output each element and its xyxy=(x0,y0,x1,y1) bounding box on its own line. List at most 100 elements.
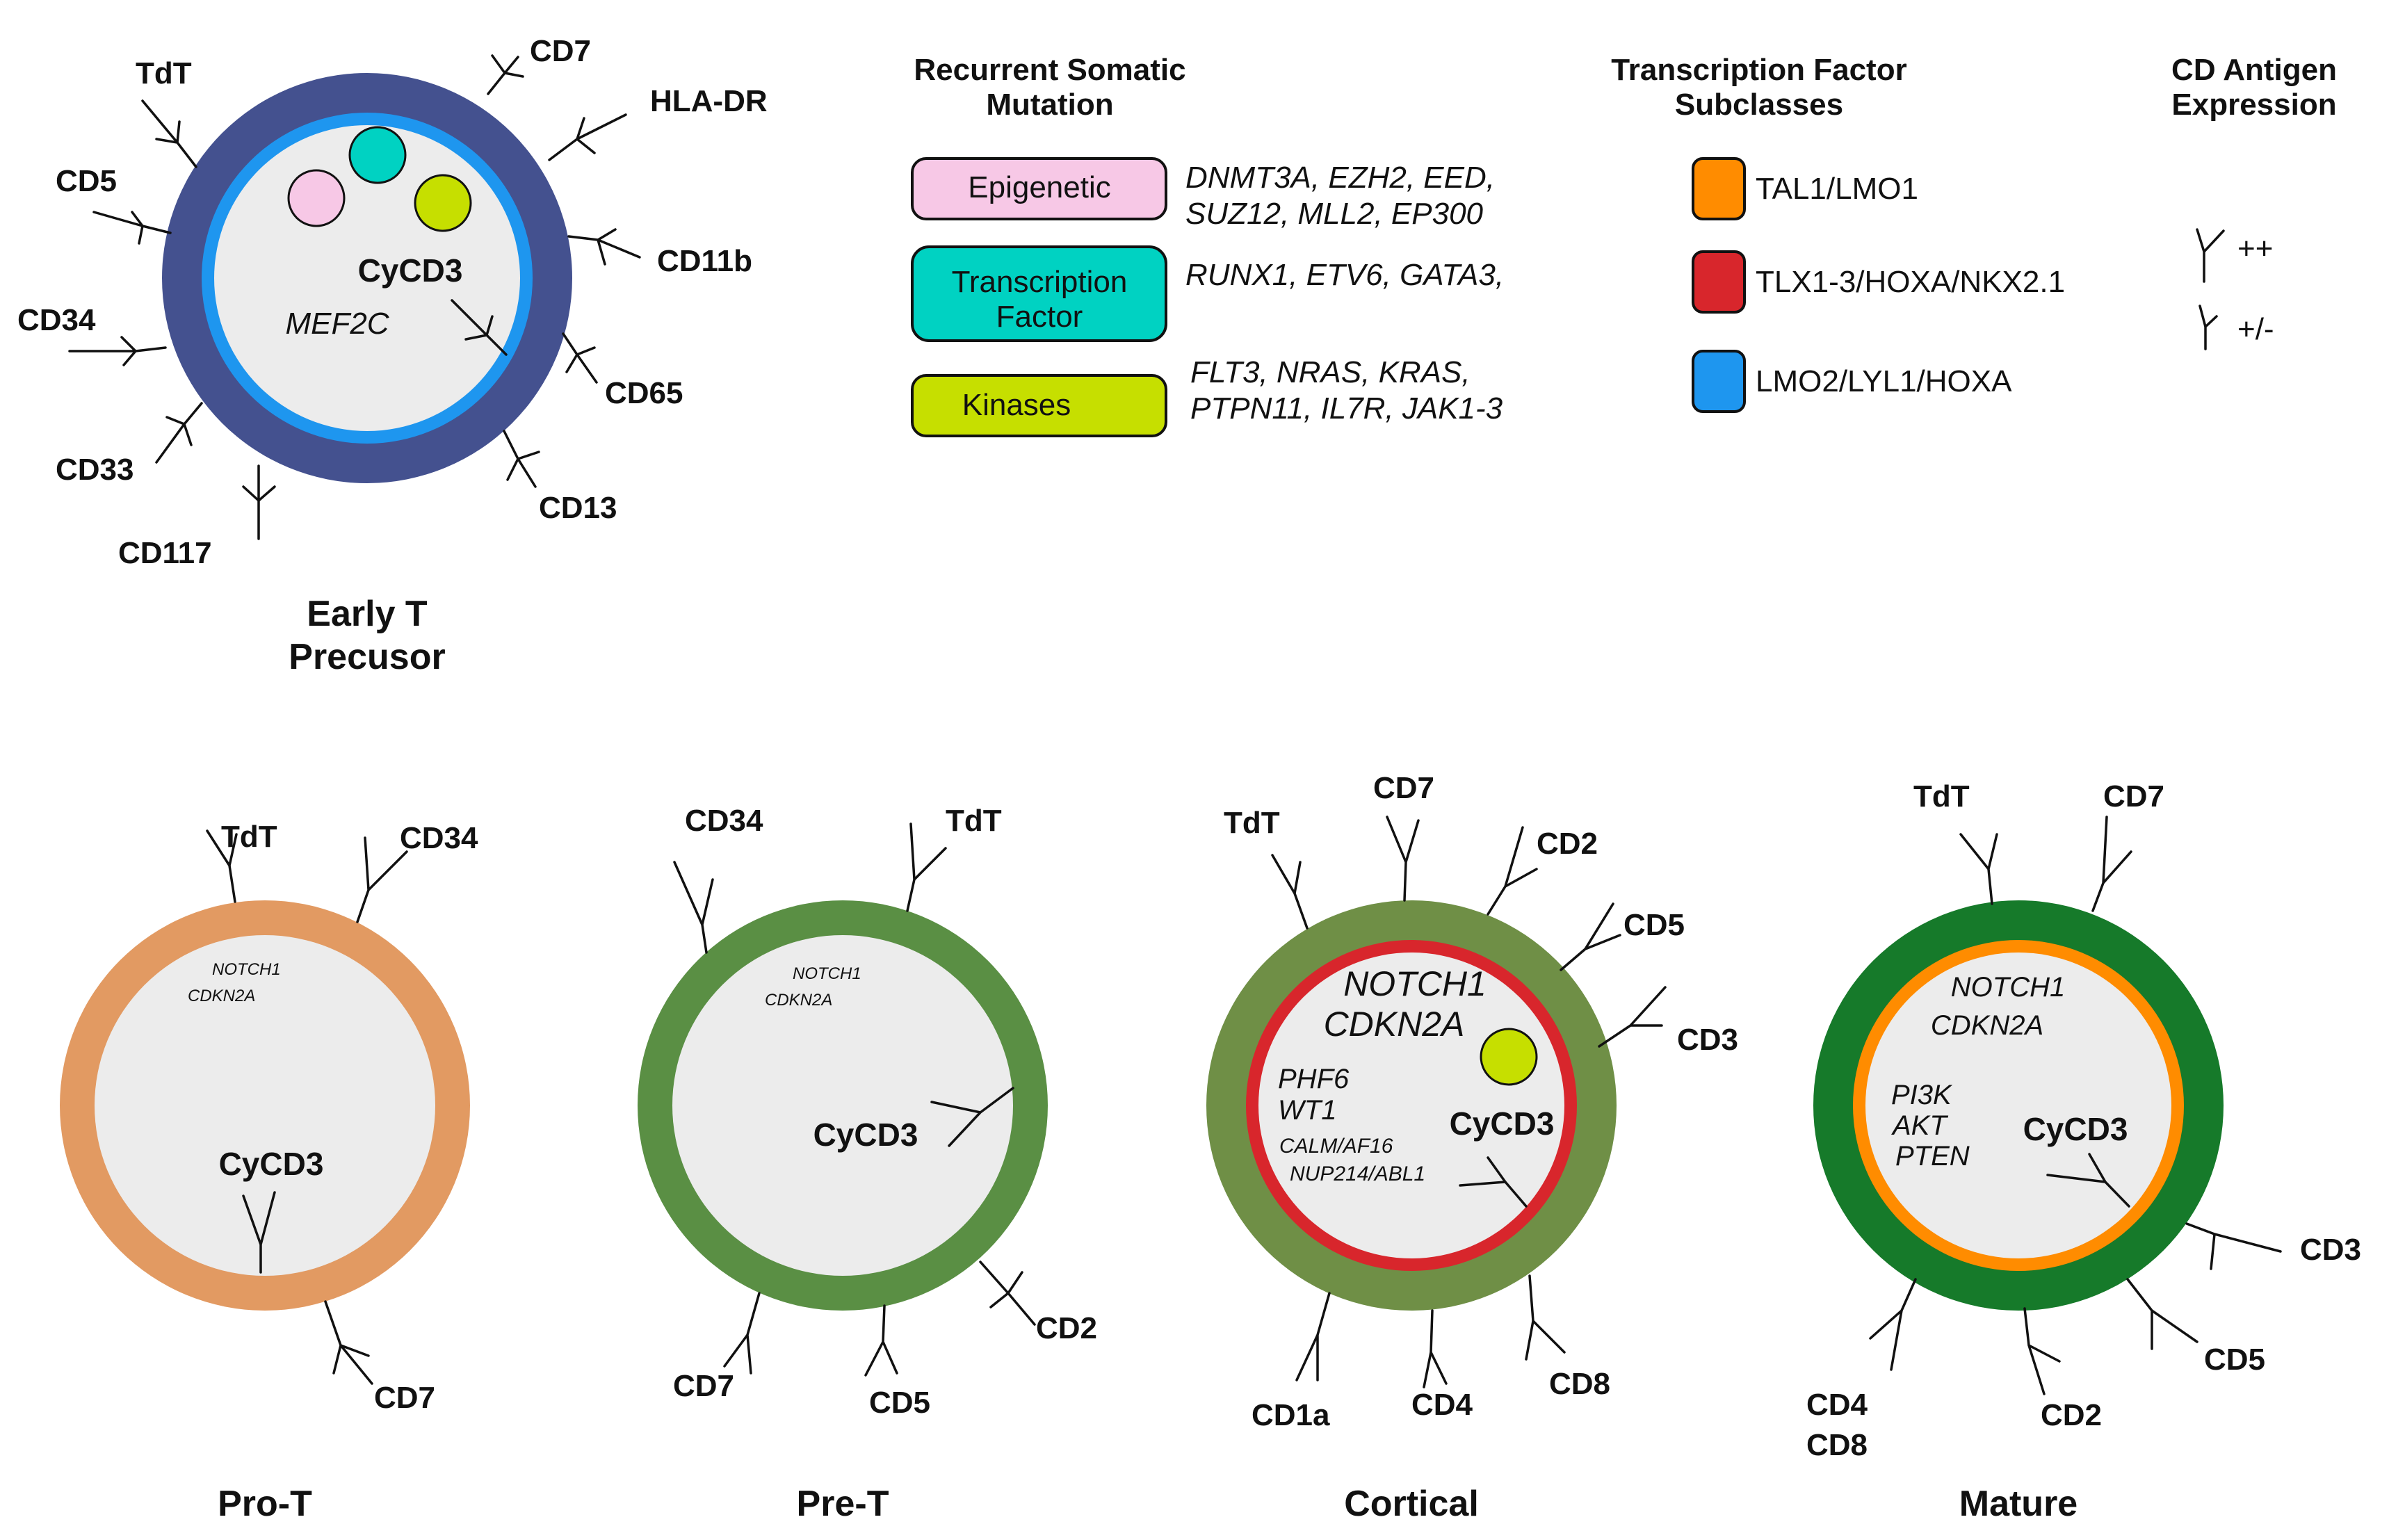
cortical-antigen-cd8-mark xyxy=(1525,1274,1566,1361)
cortical-cytoplasm xyxy=(1258,953,1564,1258)
cortical-cycd3-receptor xyxy=(1459,1156,1528,1208)
pret-gene-cdkn2a: CDKN2A xyxy=(765,991,832,1010)
etp-caption-line1: Early T xyxy=(307,594,428,634)
mature-gene-akt: AKT xyxy=(1891,1110,1948,1141)
transcription-factor-legend-label-line2: Factor xyxy=(996,300,1083,334)
cortical-antigen-cd5-mark xyxy=(1560,902,1621,971)
pret-antigen-tdt-mark xyxy=(906,822,947,912)
etp-caption-line2: Precusor xyxy=(289,637,445,677)
etp-antigen-cd34-mark xyxy=(68,336,167,366)
etp-antigen-cd33: CD33 xyxy=(56,453,134,487)
mature-antigen-tdt: TdT xyxy=(1913,779,1970,813)
etp-antigen-cd34: CD34 xyxy=(17,303,96,337)
cortical-antigen-cd1a: CD1a xyxy=(1252,1398,1330,1432)
prot-gene-notch1: NOTCH1 xyxy=(212,960,281,979)
lmo2-lyl1-hoxa-label: LMO2/LYL1/HOXA xyxy=(1756,364,2012,398)
pret-antigen-cd7: CD7 xyxy=(673,1369,734,1403)
mature-cycd3-label: CyCD3 xyxy=(2023,1111,2128,1147)
transcription-factor-genes-line1: RUNX1, ETV6, GATA3, xyxy=(1185,258,1504,292)
cd-legend-title-line1: CD Antigen xyxy=(2171,53,2337,87)
prot-cycd3-label: CyCD3 xyxy=(219,1146,324,1182)
mature-antigen-cd2: CD2 xyxy=(2041,1398,2102,1432)
cell-pro-t: NOTCH1 CDKN2A CyCD3 TdT CD34 CD7 Pro-T xyxy=(60,820,478,1524)
pret-antigen-cd7-mark xyxy=(723,1292,761,1375)
cortical-antigen-cd5: CD5 xyxy=(1623,908,1685,942)
cortical-gene-calm-af16: CALM/AF16 xyxy=(1279,1135,1393,1158)
prot-caption: Pro-T xyxy=(218,1484,312,1524)
epigenetic-genes-line1: DNMT3A, EZH2, EED, xyxy=(1185,161,1495,195)
mature-antigen-cd8: CD8 xyxy=(1806,1428,1868,1462)
mature-caption: Mature xyxy=(1959,1484,2078,1524)
etp-antigen-cd7: CD7 xyxy=(530,34,591,68)
prot-antigen-cd34: CD34 xyxy=(400,821,478,855)
etp-antigen-cd117-mark xyxy=(242,464,276,540)
etp-antigen-cd7-mark xyxy=(487,54,524,95)
pret-antigen-tdt: TdT xyxy=(946,804,1002,838)
etp-antigen-cd13-mark xyxy=(503,430,540,488)
tlx1-3-hoxa-nkx21-swatch xyxy=(1692,250,1746,314)
cell-cortical: NOTCH1 CDKN2A PHF6 WT1 CALM/AF16 NUP214/… xyxy=(1206,771,1738,1524)
lmo2-lyl1-hoxa-swatch xyxy=(1692,350,1746,413)
cell-pre-t: NOTCH1 CDKN2A CyCD3 CD34 TdT CD2 CD5 CD7… xyxy=(638,804,1097,1524)
transcription-factor-legend-label-line1: Transcription xyxy=(952,265,1128,299)
tlx1-3-hoxa-nkx21-label: TLX1-3/HOXA/NKX2.1 xyxy=(1756,265,2065,299)
prot-antigen-cd7: CD7 xyxy=(374,1381,435,1415)
cortical-antigen-tdt: TdT xyxy=(1224,806,1280,840)
etp-antigen-cd5: CD5 xyxy=(56,164,117,198)
cell-early-t-precursor: CyCD3 MEF2C CD7 HLA-DR CD11b CD65 CD13 C… xyxy=(17,34,768,677)
cortical-antigen-cd2-mark xyxy=(1487,826,1538,916)
cortical-gene-nup214-abl1: NUP214/ABL1 xyxy=(1290,1162,1425,1185)
pret-cytoplasm xyxy=(672,935,1013,1276)
prot-cytoplasm xyxy=(95,935,435,1276)
mature-antigen-cd5-mark xyxy=(2126,1278,2198,1350)
mature-gene-cdkn2a: CDKN2A xyxy=(1931,1010,2043,1041)
prot-gene-cdkn2a: CDKN2A xyxy=(188,987,255,1005)
cortical-gene-cdkn2a: CDKN2A xyxy=(1324,1005,1465,1044)
pret-antigen-cd2-mark xyxy=(979,1261,1036,1326)
cortical-antigen-cd7-mark xyxy=(1386,816,1420,902)
etp-cycd3-receptor xyxy=(451,299,508,356)
cortical-kinase-dot xyxy=(1480,1028,1538,1086)
cortical-antigen-cd3-mark xyxy=(1598,986,1667,1048)
mature-antigen-cd7: CD7 xyxy=(2103,779,2164,813)
pret-caption: Pre-T xyxy=(797,1484,889,1524)
mature-antigen-cd3-mark xyxy=(2185,1222,2282,1270)
pret-antigen-cd5: CD5 xyxy=(869,1386,930,1420)
mature-gene-pi3k: PI3K xyxy=(1891,1080,1953,1110)
cortical-caption: Cortical xyxy=(1344,1484,1479,1524)
epigenetic-legend-label: Epigenetic xyxy=(968,170,1110,204)
mature-antigen-cd2-mark xyxy=(2023,1307,2061,1395)
tal1-lmo1-swatch xyxy=(1692,157,1746,220)
cd-legend-title-line2: Expression xyxy=(2171,88,2336,122)
pret-antigen-cd5-mark xyxy=(864,1304,898,1377)
transcription-factor-legend-box xyxy=(911,245,1167,342)
etp-antigen-cd65: CD65 xyxy=(605,376,683,410)
etp-antigen-cd117: CD117 xyxy=(118,536,212,570)
legend-cd-antigen-expression: CD Antigen Expression ++ +/- xyxy=(2171,53,2337,350)
etp-antigen-cd13: CD13 xyxy=(539,491,617,525)
etp-antigen-cd11b: CD11b xyxy=(657,244,752,278)
cortical-antigen-cd8: CD8 xyxy=(1549,1367,1610,1401)
cortical-antigen-cd7: CD7 xyxy=(1373,771,1434,805)
etp-antigen-cd33-mark xyxy=(155,402,203,464)
etp-antigen-hladr-mark xyxy=(548,113,627,161)
etp-antigen-cd11b-mark xyxy=(567,228,641,266)
mutation-legend-title-line2: Mutation xyxy=(986,88,1113,122)
cortical-antigen-cd1a-mark xyxy=(1295,1292,1331,1381)
cortical-antigen-cd3: CD3 xyxy=(1677,1023,1738,1057)
kinases-genes-line2: PTPN11, IL7R, JAK1-3 xyxy=(1190,391,1503,425)
prot-antigen-tdt: TdT xyxy=(221,820,277,854)
prot-antigen-cd7-mark xyxy=(324,1300,373,1385)
kinases-legend-box xyxy=(911,374,1167,437)
epigenetic-genes-line2: SUZ12, MLL2, EP300 xyxy=(1185,197,1484,231)
mature-cycd3-receptor xyxy=(2046,1153,2130,1208)
etp-gene-mef2c: MEF2C xyxy=(285,307,389,341)
etp-antigen-tdt-mark xyxy=(141,99,197,168)
pret-cycd3-label: CyCD3 xyxy=(813,1117,918,1153)
prot-antigen-cd34-mark xyxy=(356,836,408,923)
cortical-gene-wt1: WT1 xyxy=(1278,1095,1336,1126)
mature-antigen-cd5: CD5 xyxy=(2204,1343,2265,1377)
cortical-gene-notch1: NOTCH1 xyxy=(1343,964,1487,1003)
cortical-cycd3-label: CyCD3 xyxy=(1450,1105,1555,1142)
